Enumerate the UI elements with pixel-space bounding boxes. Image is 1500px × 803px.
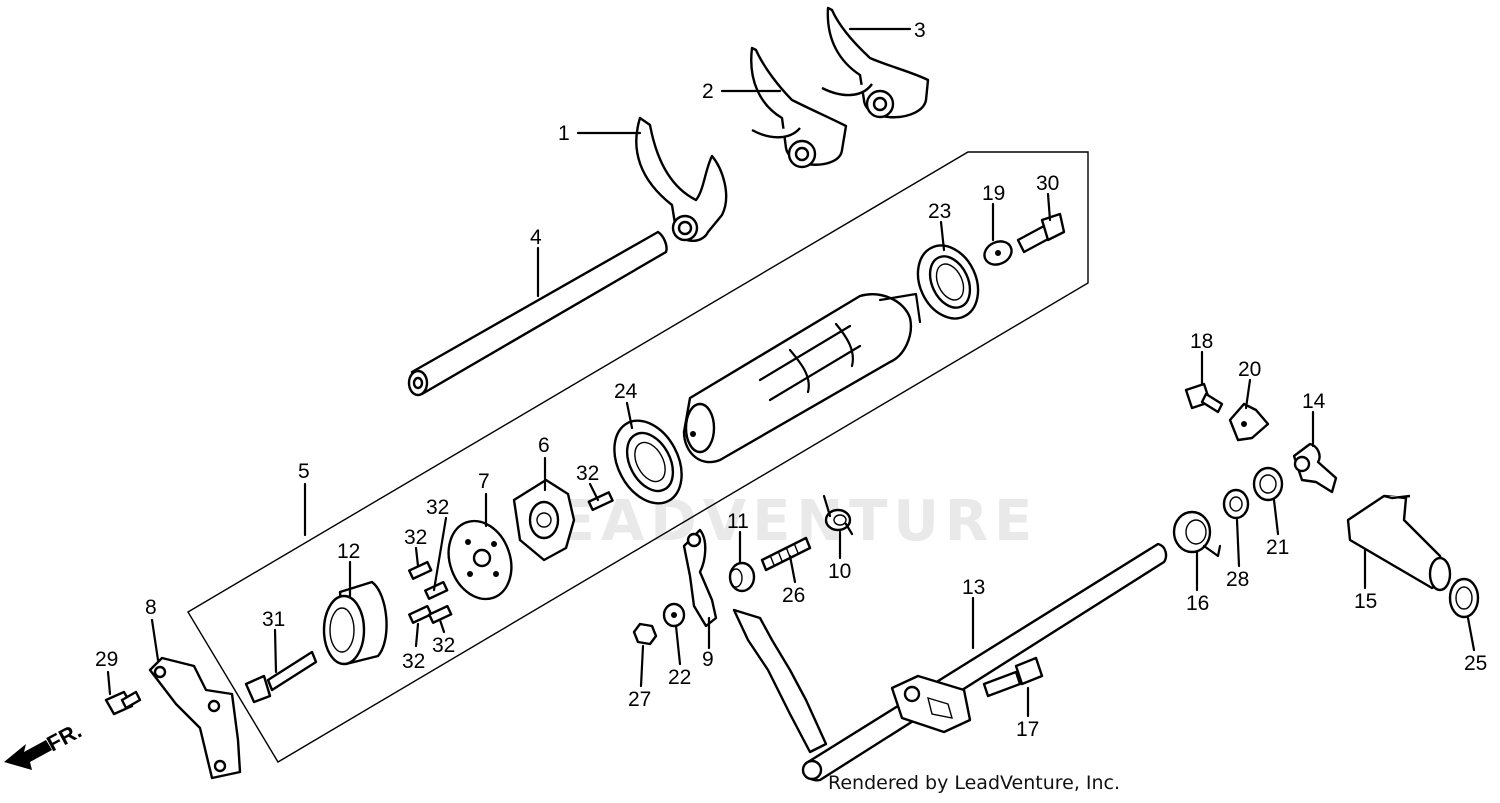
- callout-5: 5: [298, 460, 310, 483]
- callout-25: 25: [1464, 652, 1487, 675]
- callout-2: 2: [702, 80, 714, 103]
- shift-spindle-13[interactable]: [732, 542, 1168, 782]
- callout-21: 21: [1266, 536, 1289, 559]
- shift-drum[interactable]: [682, 292, 922, 464]
- pin-32-b[interactable]: [424, 580, 449, 600]
- callout-4: 4: [530, 226, 542, 249]
- callout-32-c: 32: [402, 650, 425, 673]
- callout-16: 16: [1186, 592, 1209, 615]
- washer-21[interactable]: [1252, 466, 1284, 502]
- callout-7: 7: [478, 470, 490, 493]
- callout-11: 11: [727, 510, 749, 533]
- washer-22[interactable]: [662, 602, 686, 628]
- pin-32-c[interactable]: [408, 604, 433, 624]
- spring-10[interactable]: [822, 494, 854, 536]
- callout-19: 19: [982, 182, 1005, 205]
- callout-17: 17: [1016, 718, 1039, 741]
- bolt-31[interactable]: [244, 650, 318, 704]
- callout-20: 20: [1238, 358, 1261, 381]
- callout-32-d: 32: [432, 634, 455, 657]
- return-spring-16[interactable]: [1172, 510, 1222, 558]
- arm-14[interactable]: [1292, 442, 1338, 494]
- stud-26[interactable]: [760, 536, 812, 572]
- callout-23: 23: [928, 200, 951, 223]
- callout-30: 30: [1036, 172, 1059, 195]
- pin-32-e[interactable]: [587, 491, 614, 512]
- assembly-outline: [187, 151, 1089, 763]
- fork-shaft[interactable]: [407, 230, 668, 397]
- plate-7[interactable]: [438, 512, 522, 608]
- callout-14: 14: [1302, 390, 1326, 413]
- callout-6: 6: [538, 434, 550, 457]
- callout-3: 3: [914, 19, 926, 42]
- callout-1: 1: [558, 122, 570, 145]
- cam-12[interactable]: [322, 580, 388, 666]
- callout-22: 22: [668, 666, 691, 689]
- callout-24: 24: [614, 380, 638, 403]
- callout-29: 29: [95, 648, 118, 671]
- callout-12: 12: [337, 540, 360, 563]
- callout-13: 13: [962, 576, 985, 599]
- callout-9: 9: [702, 648, 714, 671]
- bolt-30[interactable]: [1016, 212, 1066, 254]
- shift-shaft-15[interactable]: [1346, 494, 1452, 592]
- stopper-arm-9[interactable]: [682, 528, 718, 628]
- callout-26: 26: [782, 584, 805, 607]
- bracket-8[interactable]: [148, 656, 242, 780]
- front-direction-arrow: FR.: [4, 718, 86, 770]
- callout-15: 15: [1354, 590, 1377, 613]
- pin-32-d[interactable]: [428, 604, 453, 624]
- washer-19[interactable]: [981, 237, 1016, 269]
- bearing-23[interactable]: [907, 236, 990, 329]
- washer-28[interactable]: [1222, 488, 1250, 520]
- callout-8: 8: [145, 596, 157, 619]
- stopper-plate-6[interactable]: [512, 478, 576, 562]
- nut-27[interactable]: [632, 622, 658, 646]
- shift-fork-1[interactable]: [635, 116, 728, 242]
- collar-11[interactable]: [728, 561, 756, 593]
- pin-32-a[interactable]: [408, 560, 433, 580]
- leader-lines: [106, 27, 1476, 718]
- bolt-29[interactable]: [104, 690, 142, 716]
- shift-fork-3[interactable]: [821, 6, 930, 119]
- callout-32-b: 32: [426, 496, 449, 519]
- callout-18: 18: [1190, 330, 1213, 353]
- callout-31: 31: [262, 608, 285, 631]
- oil-seal-25[interactable]: [1448, 577, 1480, 619]
- callout-10: 10: [828, 560, 851, 583]
- callout-27: 27: [628, 688, 651, 711]
- callout-32-a: 32: [404, 526, 427, 549]
- callout-32-e: 32: [576, 462, 599, 485]
- bolt-18[interactable]: [1184, 382, 1224, 414]
- callout-labels: 1 2 3 4 5 6 7 8 9 10 11 12 13 14 15 16 1…: [95, 19, 1487, 741]
- credit-line: Rendered by LeadVenture, Inc.: [828, 772, 1121, 794]
- plate-20[interactable]: [1228, 402, 1270, 442]
- shift-fork-2[interactable]: [750, 46, 848, 169]
- callout-28: 28: [1226, 568, 1249, 591]
- bolt-17[interactable]: [982, 656, 1044, 698]
- bearing-24[interactable]: [601, 409, 695, 515]
